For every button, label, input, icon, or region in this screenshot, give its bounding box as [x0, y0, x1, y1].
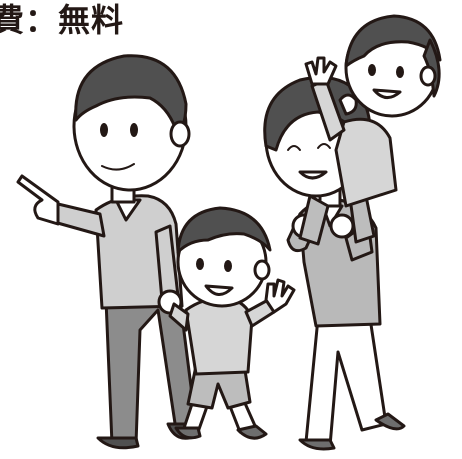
shoulder-child-figure — [298, 14, 442, 246]
father-figure — [16, 54, 198, 450]
son-figure — [168, 206, 296, 440]
fee-caption: 費：無料 — [0, 1, 125, 39]
